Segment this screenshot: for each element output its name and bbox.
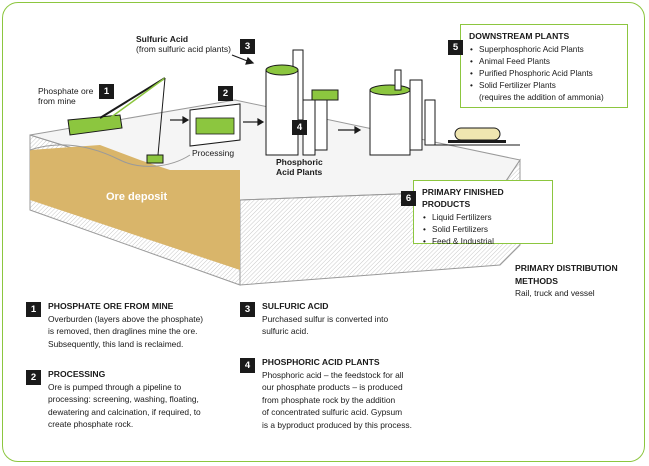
legend-line: processing: screening, washing, floating… <box>48 394 199 405</box>
downstream-list: Superphosphoric Acid Plants Animal Feed … <box>469 44 619 92</box>
marker-1: 1 <box>99 84 114 99</box>
downstream-plant-icon <box>369 69 436 156</box>
distribution-title-line2: METHODS <box>515 275 558 286</box>
primary-product-item: Feed & Industrial <box>423 236 544 248</box>
legend-entry-4: PHOSPHORIC ACID PLANTS Phosphoric acid –… <box>262 356 412 432</box>
distribution-text: Rail, truck and vessel <box>515 288 595 299</box>
legend-marker-4: 4 <box>240 358 255 373</box>
processing-plant-icon <box>189 103 241 147</box>
ore-deposit-label: Ore deposit <box>106 191 168 203</box>
marker-6: 6 <box>401 191 416 206</box>
legend-line: from phosphate rock by the addition <box>262 394 396 405</box>
primary-products-list: Liquid Fertilizers Solid Fertilizers Fee… <box>422 212 544 248</box>
legend-line: dewatering and calcination, if required,… <box>48 406 201 417</box>
legend-entry-1: PHOSPHATE ORE FROM MINE Overburden (laye… <box>48 300 203 350</box>
legend-title: SULFURIC ACID <box>262 301 329 311</box>
legend-entry-3: SULFURIC ACID Purchased sulfur is conver… <box>262 300 388 338</box>
downstream-note: (requires the addition of ammonia) <box>479 93 604 102</box>
legend-line: sulfuric acid. <box>262 326 309 337</box>
legend-marker-1: 1 <box>26 302 41 317</box>
legend-line: Overburden (layers above the phosphate) <box>48 313 204 324</box>
primary-products-title: PRIMARY FINISHED PRODUCTS <box>422 187 504 209</box>
legend-title: PHOSPHORIC ACID PLANTS <box>262 357 380 367</box>
legend-line: Phosphoric acid – the feedstock for all <box>262 369 404 380</box>
from-mine-label: from mine <box>38 96 76 106</box>
mine-pit <box>29 144 191 167</box>
ore-deposit-shape <box>30 145 240 270</box>
flow-arrows <box>170 54 362 135</box>
legend-title: PROCESSING <box>48 369 106 379</box>
phosphoric-label-line2: Acid Plants <box>276 167 323 177</box>
sulfuric-acid-label: Sulfuric Acid <box>136 34 189 44</box>
downstream-item: Superphosphoric Acid Plants <box>470 44 619 56</box>
downstream-item: Purified Phosphoric Acid Plants <box>470 68 619 80</box>
legend-entry-2: PROCESSING Ore is pumped through a pipel… <box>48 368 201 431</box>
sulfuric-acid-sublabel: (from sulfuric acid plants) <box>136 44 231 54</box>
primary-products-box: PRIMARY FINISHED PRODUCTS Liquid Fertili… <box>413 180 553 248</box>
diagram-frame <box>2 2 645 462</box>
downstream-title: DOWNSTREAM PLANTS <box>469 31 570 41</box>
phosphoric-label-line1: Phosphoric <box>276 157 323 167</box>
legend-line: Ore is pumped through a pipeline to <box>48 381 182 392</box>
legend-line: Subsequently, this land is reclaimed. <box>48 338 184 349</box>
legend-line: is removed, then draglines mine the ore. <box>48 326 198 337</box>
distribution-methods: PRIMARY DISTRIBUTION METHODS Rail, truck… <box>515 262 618 300</box>
rail-tank-car-icon <box>430 127 520 146</box>
downstream-plants-box: DOWNSTREAM PLANTS Superphosphoric Acid P… <box>460 24 628 108</box>
legend-marker-2: 2 <box>26 370 41 385</box>
marker-3: 3 <box>240 39 255 54</box>
downstream-item: Animal Feed Plants <box>470 56 619 68</box>
dragline-icon <box>67 77 166 164</box>
primary-product-item: Solid Fertilizers <box>423 224 544 236</box>
plant-logo: N <box>276 85 287 101</box>
downstream-item: Solid Fertilizer Plants <box>470 80 619 92</box>
marker-5: 5 <box>448 40 463 55</box>
legend-marker-3: 3 <box>240 302 255 317</box>
legend-line: create phosphate rock. <box>48 419 134 430</box>
legend-line: of concentrated sulfuric acid. Gypsum <box>262 407 403 418</box>
primary-product-item: Liquid Fertilizers <box>423 212 544 224</box>
phosphate-ore-label: Phosphate ore <box>38 86 94 96</box>
processing-label: Processing <box>192 148 235 158</box>
distribution-title-line1: PRIMARY DISTRIBUTION <box>515 263 618 273</box>
legend-line: our phosphate products – is produced <box>262 382 403 393</box>
legend-title: PHOSPHATE ORE FROM MINE <box>48 301 174 311</box>
marker-4: 4 <box>292 120 307 135</box>
legend-line: Purchased sulfur is converted into <box>262 313 389 324</box>
phosphoric-acid-plant-icon <box>265 49 339 156</box>
legend-line: is a byproduct produced by this process. <box>262 419 412 430</box>
marker-2: 2 <box>218 86 233 101</box>
